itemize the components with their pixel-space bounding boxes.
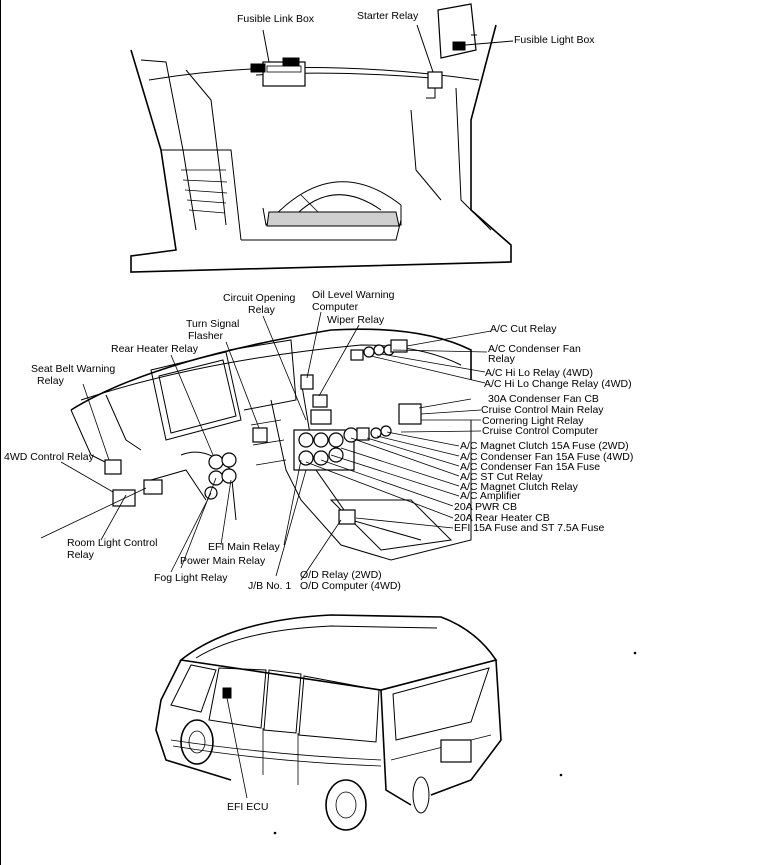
ac-st-cut-relay-label: A/C ST Cut Relay (460, 471, 543, 483)
ac-cut-relay-label: A/C Cut Relay (490, 323, 557, 335)
ac-magnet-clutch-relay-label: A/C Magnet Clutch Relay (460, 481, 579, 493)
center-relay-cluster (293, 374, 359, 471)
fusible-light-box-label: Fusible Light Box (514, 34, 595, 46)
circuit-opening-relay-label-2: Relay (248, 304, 276, 316)
starter-relay-icon (427, 71, 443, 89)
four-wd-control-relay-label: 4WD Control Relay (4, 451, 95, 463)
ac-hi-lo-relay-label: A/C Hi Lo Relay (4WD) (485, 367, 593, 379)
cruise-control-computer-label: Cruise Control Computer (482, 425, 599, 437)
rear-heater-cb-label: 20A Rear Heater CB (454, 512, 550, 524)
oil-level-warning-label: Oil Level Warning (312, 289, 395, 301)
od-relay-label: O/D Relay (2WD) (300, 569, 382, 581)
efi-ecu-icon (222, 687, 232, 699)
seat-belt-warning-relay-label-2: Relay (37, 375, 65, 387)
rear-heater-relay-label: Rear Heater Relay (111, 343, 199, 355)
ac-amplifier-label: A/C Amplifier (460, 490, 521, 502)
efi-fuse-label: EFI 15A Fuse and ST 7.5A Fuse (454, 522, 605, 534)
jb-no1-label: J/B No. 1 (248, 580, 291, 592)
circuit-opening-relay-label: Circuit Opening (223, 292, 296, 304)
room-light-control-relay-label-2: Relay (67, 549, 95, 561)
van-illustration (155, 614, 502, 831)
fusible-link-box-label: Fusible Link Box (237, 13, 315, 25)
ac-condenser-fan-relay-label-2: Relay (488, 353, 516, 365)
wiper-relay-label: Wiper Relay (327, 314, 385, 326)
od-computer-label: O/D Computer (4WD) (300, 580, 401, 592)
efi-ecu-label: EFI ECU (227, 801, 268, 813)
power-main-relay-label: Power Main Relay (180, 555, 266, 567)
right-relay-cluster (338, 339, 422, 525)
cruise-control-main-relay-label: Cruise Control Main Relay (481, 404, 604, 416)
dashboard-illustration (70, 328, 472, 561)
starter-relay-label: Starter Relay (357, 10, 419, 22)
fog-light-relay-label: Fog Light Relay (154, 572, 228, 584)
ac-condenser-fan-relay-label: A/C Condenser Fan (488, 343, 581, 355)
condenser-fan-cb-label: 30A Condenser Fan CB (488, 393, 599, 405)
turn-signal-flasher-label: Turn Signal (186, 318, 239, 330)
ac-hi-lo-change-relay-label: A/C Hi Lo Change Relay (4WD) (484, 378, 632, 390)
ac-condenser-fan-fuse-4wd-label: A/C Condenser Fan 15A Fuse (4WD) (460, 451, 633, 463)
room-light-control-relay-label: Room Light Control (67, 537, 157, 549)
engine-bay-illustration (130, 3, 514, 273)
efi-main-relay-label: EFI Main Relay (208, 541, 281, 553)
ac-magnet-clutch-fuse-label: A/C Magnet Clutch 15A Fuse (2WD) (460, 440, 629, 452)
dashboard-leader-lines (40, 311, 492, 581)
turn-signal-flasher-label-2: Flasher (188, 330, 224, 342)
pwr-cb-label: 20A PWR CB (454, 501, 517, 513)
seat-belt-warning-relay-label: Seat Belt Warning (31, 363, 115, 375)
left-relay-cluster (104, 427, 268, 507)
oil-level-warning-label-2: Computer (312, 301, 359, 313)
cornering-light-relay-label: Cornering Light Relay (482, 415, 584, 427)
ac-condenser-fan-fuse-label: A/C Condenser Fan 15A Fuse (460, 461, 600, 473)
